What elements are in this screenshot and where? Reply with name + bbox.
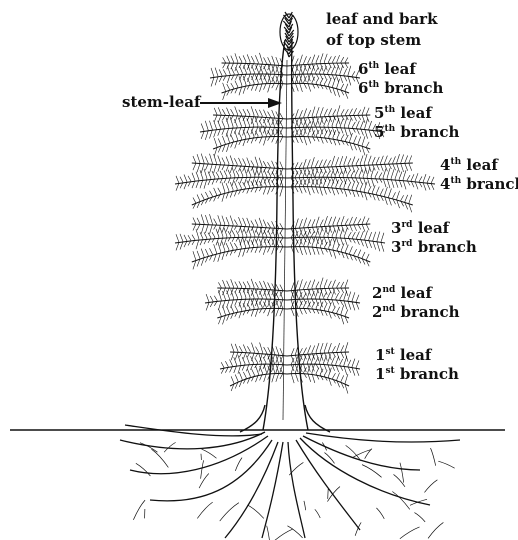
branch-4-label: 4th branch (440, 176, 518, 195)
stem-leaf-arrow (200, 98, 282, 108)
branch-6-label: 6th branch (358, 80, 443, 99)
top-stem-label-line1: leaf and bark (326, 11, 437, 28)
branch-5-label: 5th branch (374, 124, 459, 143)
level-1-labels: 1st leaf 1st branch (375, 347, 459, 385)
branch-2-label: 2nd branch (372, 304, 460, 323)
stem-leaf-label: stem-leaf (122, 94, 200, 111)
leaf-2-label: 2nd leaf (372, 285, 460, 304)
level-5-labels: 5th leaf 5th branch (374, 105, 459, 143)
leaf-1-label: 1st leaf (375, 347, 459, 366)
level-2-labels: 2nd leaf 2nd branch (372, 285, 460, 323)
leaf-4-label: 4th leaf (440, 157, 518, 176)
level-6-labels: 6th leaf 6th branch (358, 61, 443, 99)
top-stem-label: leaf and bark of top stem (326, 11, 437, 49)
branch-1-label: 1st branch (375, 366, 459, 385)
level-3-labels: 3rd leaf 3rd branch (391, 220, 477, 258)
leaf-3-label: 3rd leaf (391, 220, 477, 239)
branch-3-label: 3rd branch (391, 239, 477, 258)
roots (120, 425, 460, 540)
top-stem-label-line2: of top stem (326, 32, 437, 49)
level-4-labels: 4th leaf 4th branch (440, 157, 518, 195)
leaf-5-label: 5th leaf (374, 105, 459, 124)
leaf-6-label: 6th leaf (358, 61, 443, 80)
